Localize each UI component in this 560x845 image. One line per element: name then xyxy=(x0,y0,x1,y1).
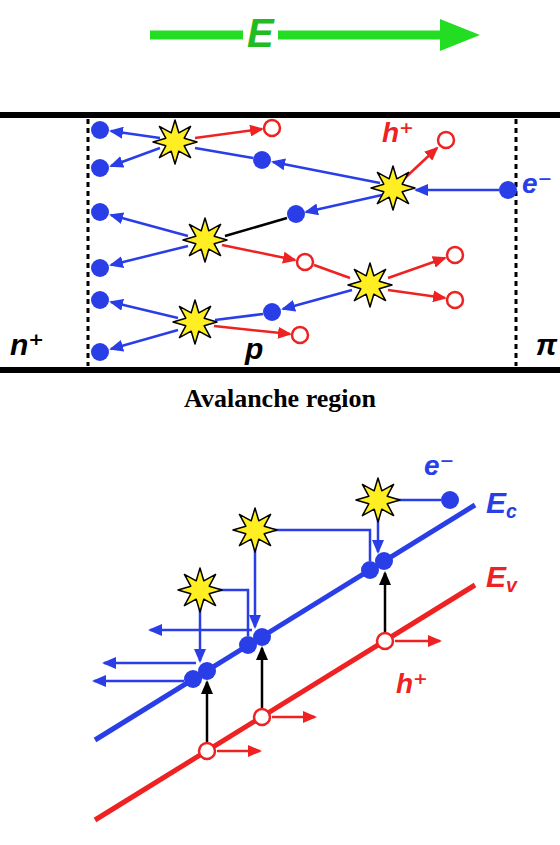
device-boundaries xyxy=(0,115,560,370)
electron-label: e⁻ xyxy=(522,170,552,198)
use-shape xyxy=(356,478,400,522)
holes xyxy=(264,120,463,343)
circle-shape xyxy=(91,203,109,221)
circle-shape xyxy=(377,633,393,649)
line-shape xyxy=(111,215,188,236)
band-label: Ec xyxy=(486,488,517,521)
line-shape xyxy=(195,148,253,158)
polyline-shape xyxy=(269,530,370,561)
region-label: π xyxy=(536,330,557,360)
line-shape xyxy=(206,682,209,742)
circle-shape xyxy=(91,343,109,361)
electrons xyxy=(91,121,517,361)
circle-shape xyxy=(198,662,216,680)
carrier-tracks xyxy=(111,129,499,349)
line-shape xyxy=(111,131,160,138)
line-shape xyxy=(104,662,196,665)
circle-shape xyxy=(264,120,280,136)
line-shape xyxy=(94,680,184,683)
band-tracks xyxy=(94,500,441,751)
circle-shape xyxy=(287,205,305,223)
circle-shape xyxy=(297,254,313,270)
electron-label: e⁻ xyxy=(424,452,454,480)
line-shape xyxy=(111,246,188,265)
line-shape xyxy=(384,573,387,632)
circle-shape xyxy=(253,628,271,646)
line-shape xyxy=(195,129,262,138)
line-shape xyxy=(395,640,440,643)
hole-label: h⁺ xyxy=(382,119,414,147)
circle-shape xyxy=(91,159,109,177)
circle-shape xyxy=(447,247,463,263)
field-label: E xyxy=(243,13,278,53)
use-shape xyxy=(371,166,415,210)
circle-shape xyxy=(91,291,109,309)
line-shape xyxy=(254,544,257,627)
line-shape xyxy=(111,330,178,349)
band-label: Ev xyxy=(486,562,517,595)
line-shape xyxy=(261,648,264,708)
impact-ionization-stars xyxy=(153,120,415,344)
band-electrons xyxy=(184,491,459,688)
line-shape xyxy=(111,148,160,166)
circle-shape xyxy=(91,259,109,277)
line-shape xyxy=(0,367,560,373)
circle-shape xyxy=(292,327,308,343)
use-shape xyxy=(173,300,217,344)
line-shape xyxy=(217,750,260,753)
line-shape xyxy=(215,314,263,320)
field-arrow xyxy=(150,19,480,51)
use-shape xyxy=(153,120,197,164)
line-shape xyxy=(515,119,518,366)
line-shape xyxy=(314,265,350,278)
line-shape xyxy=(214,326,290,334)
band-edges xyxy=(95,505,475,820)
circle-shape xyxy=(199,743,215,759)
line-shape xyxy=(306,195,382,212)
subscript: v xyxy=(506,574,517,596)
line-shape xyxy=(272,716,315,719)
circle-shape xyxy=(447,292,463,308)
circle-shape xyxy=(499,181,517,199)
circle-shape xyxy=(263,303,281,321)
polygon-shape xyxy=(440,19,480,51)
line-shape xyxy=(283,290,352,309)
line-shape xyxy=(388,258,445,278)
use-shape xyxy=(233,508,277,552)
region-label: p xyxy=(245,334,263,364)
hole-label: h⁺ xyxy=(396,670,428,698)
line-shape xyxy=(416,189,499,192)
circle-shape xyxy=(438,132,454,148)
use-shape xyxy=(183,218,227,262)
circle-shape xyxy=(91,121,109,139)
line-shape xyxy=(95,585,475,820)
use-shape xyxy=(178,568,222,612)
line-shape xyxy=(111,302,178,318)
circle-shape xyxy=(254,709,270,725)
region-label: n⁺ xyxy=(10,330,44,360)
region-caption: Avalanche region xyxy=(184,386,376,412)
line-shape xyxy=(405,148,437,178)
subscript: c xyxy=(506,500,517,522)
circle-shape xyxy=(253,151,271,169)
band-holes xyxy=(199,633,393,759)
use-shape xyxy=(348,263,392,307)
line-shape xyxy=(0,112,560,118)
circle-shape xyxy=(441,491,459,509)
line-shape xyxy=(150,629,252,632)
line-shape xyxy=(87,119,90,366)
line-shape xyxy=(222,245,295,260)
band-stars xyxy=(178,478,400,612)
line-shape xyxy=(273,162,380,183)
line-shape xyxy=(150,31,442,40)
line-shape xyxy=(388,290,445,298)
circle-shape xyxy=(375,552,393,570)
line-shape xyxy=(225,218,287,236)
